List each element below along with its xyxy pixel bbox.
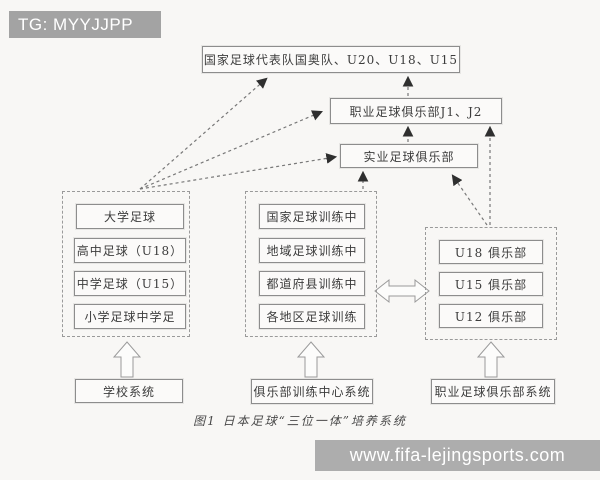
watermark-website: www.fifa-lejingsports.com — [315, 440, 600, 471]
up-arrow-clubs — [476, 341, 506, 378]
node-national-team: 国家足球代表队国奥队、U20、U18、U15 — [202, 46, 460, 73]
node-prefecture-training-center: 都道府县训练中 — [259, 271, 365, 296]
up-arrow-training — [296, 341, 326, 378]
arrow-clubs-to-industrial — [451, 174, 488, 226]
node-national-training-center: 国家足球训练中 — [259, 204, 365, 229]
node-u15-club: U15 俱乐部 — [439, 272, 543, 296]
arrow-school-to-pro-clubs — [139, 110, 323, 190]
arrow-school-to-national-team — [139, 77, 268, 190]
group-pro-club-system — [425, 227, 557, 340]
label-club-training-system: 俱乐部训练中心系统 — [251, 379, 373, 404]
group-training-center-system — [245, 191, 377, 337]
up-arrow-school — [112, 341, 142, 378]
node-pro-clubs: 职业足球俱乐部J1、J2 — [330, 98, 502, 124]
watermark-telegram: TG: MYYJJPP — [9, 11, 161, 38]
node-university-football: 大学足球 — [76, 204, 184, 229]
label-pro-club-system: 职业足球俱乐部系统 — [431, 379, 555, 404]
node-elementary-football: 小学足球中学足 — [74, 304, 186, 329]
node-highschool-football: 高中足球（U18） — [74, 238, 186, 263]
node-district-training: 各地区足球训练 — [259, 304, 365, 329]
node-u12-club: U12 俱乐部 — [439, 304, 543, 328]
arrow-school-to-industrial-clubs — [139, 153, 338, 190]
label-school-system: 学校系统 — [75, 379, 183, 403]
double-arrow-training-clubs — [374, 278, 430, 304]
node-u18-club: U18 俱乐部 — [439, 240, 543, 264]
group-school-system — [62, 191, 190, 337]
diagram-caption: 图1 日本足球“三位一体”培养系统 — [193, 414, 407, 428]
node-regional-training-center: 地域足球训练中 — [259, 238, 365, 263]
node-middleschool-football: 中学足球（U15） — [74, 271, 186, 296]
node-industrial-clubs: 实业足球俱乐部 — [340, 144, 478, 168]
